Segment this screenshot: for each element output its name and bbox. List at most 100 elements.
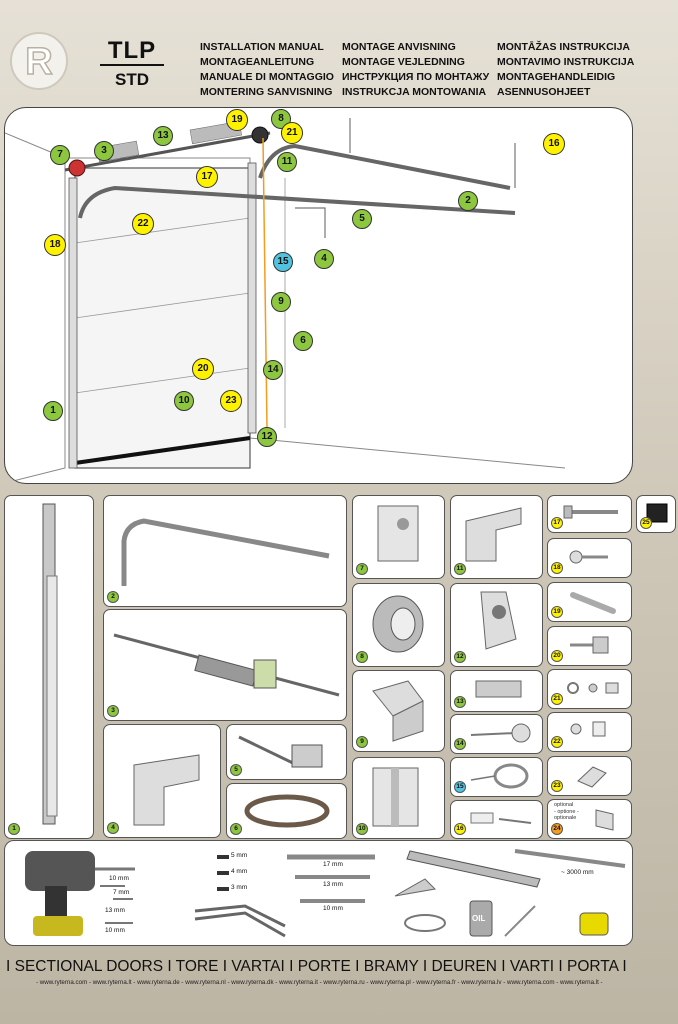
part-number: 1: [8, 823, 20, 835]
part-number: 23: [551, 780, 563, 792]
callout-10: 10: [174, 391, 194, 411]
hex-4-label: 4 mm: [231, 868, 248, 875]
part-8-cable-drum: 8: [352, 583, 445, 667]
cable-drum-icon: [372, 595, 424, 653]
title-line: ASENNUSOHJEET: [497, 86, 591, 98]
callout-12: 12: [257, 427, 277, 447]
part-25-cap: 25: [636, 495, 676, 533]
part-23-clip: 23: [547, 756, 632, 796]
callout-21: 21: [281, 122, 303, 144]
callout-6: 6: [293, 331, 313, 351]
optione-text: - optione -: [554, 808, 579, 815]
part-17-bolt: 17: [547, 495, 632, 533]
wrench-13-label: 13 mm: [323, 881, 343, 888]
part-2-horizontal-track: 2: [103, 495, 347, 607]
callout-14: 14: [263, 360, 283, 380]
part-16-anchor-bolt: 16: [450, 800, 543, 839]
part-18-carriage-bolt: 18: [547, 538, 632, 578]
callout-15: 15: [273, 252, 293, 272]
spring-bracket-icon: [238, 735, 323, 768]
title-line: INSTRUKCJA MONTOWANIA: [342, 86, 487, 98]
part-number: 9: [356, 736, 368, 748]
clip-icon: [577, 766, 607, 788]
tools-illustration: [25, 849, 626, 938]
cap-icon: [646, 503, 668, 523]
part-3-spring-shaft: 3: [103, 609, 347, 721]
hinge-icon: [372, 680, 424, 742]
horizontal-track-icon: [121, 518, 330, 586]
drill-bit-7-label: 7 mm: [113, 889, 130, 896]
callout-3: 3: [94, 141, 114, 161]
part-number: 6: [230, 823, 242, 835]
titles-col-3: MONTĀŽAS INSTRUKCIJA MONTAVIMO INSTRUKCI…: [497, 40, 634, 100]
socket-10-label: 10 mm: [105, 927, 125, 934]
wedge-icon: [570, 592, 616, 614]
part-7-bearing-plate: 7: [352, 495, 445, 579]
part-number: 15: [454, 781, 466, 793]
callout-7: 7: [50, 145, 70, 165]
door-illustration: [5, 118, 566, 483]
washer-screw-icon: [570, 721, 606, 737]
title-line: MANUALE DI MONTAGGIO: [200, 71, 334, 83]
header: R TLP STD INSTALLATION MANUAL MONTAGEANL…: [0, 0, 678, 105]
part-number: 7: [356, 563, 368, 575]
model-variant: STD: [115, 70, 149, 89]
part-20-screw: 20: [547, 626, 632, 666]
footer-brand-strip: I SECTIONAL DOORS I TORE I VARTAI I PORT…: [6, 958, 627, 975]
part-number: 22: [551, 736, 563, 748]
part-number: 13: [454, 696, 466, 708]
tools-panel: 10 mm 7 mm 13 mm 10 mm 5 mm 4 mm 3 mm 17…: [4, 840, 633, 946]
assembly-diagram: 7 3 13 19 8 21 17 11 16 2 22 5 18 4 15 9…: [4, 107, 633, 484]
part-number: 24: [551, 823, 563, 835]
title-line: MONTAVIMO INSTRUKCIJA: [497, 56, 635, 68]
part-number: 18: [551, 562, 563, 574]
titles-col-2: MONTAGE ANVISNING MONTAGE VEJLEDNING ИНС…: [342, 40, 489, 100]
optional-label: optional - optione - optionale: [554, 802, 579, 822]
part-number: 10: [356, 823, 368, 835]
nut-washer-icon: [567, 682, 619, 694]
part-number: 11: [454, 563, 466, 575]
part-24-optional: optional - optione - optionale 24: [547, 799, 632, 839]
part-number: 3: [107, 705, 119, 717]
part-number: 21: [551, 693, 563, 705]
callout-9: 9: [271, 292, 291, 312]
title-line: ИНСТРУКЦИЯ ПО МОНТАЖУ: [342, 71, 490, 83]
part-1-vertical-track: 1: [4, 495, 94, 839]
carriage-bolt-icon: [569, 550, 608, 564]
vertical-track-icon: [42, 503, 58, 825]
ruler-label: ~ 3000 mm: [561, 869, 594, 876]
part-number: 16: [454, 823, 466, 835]
title-line: MONTAGE VEJLEDNING: [342, 56, 465, 68]
part-5-spring-bracket: 5: [226, 724, 347, 780]
part-6-cable: 6: [226, 783, 347, 839]
footer-links: - www.ryterna.com - www.ryterna.lt - www…: [36, 979, 603, 986]
bottom-bracket-icon: [480, 591, 517, 650]
optional-text: optional: [554, 802, 574, 808]
callout-19: 19: [226, 109, 248, 131]
callout-16: 16: [543, 133, 565, 155]
part-4-bracket: 4: [103, 724, 221, 838]
part-number: 8: [356, 651, 368, 663]
anchor-bolt-icon: [470, 812, 532, 824]
model-block: TLP STD: [100, 38, 164, 90]
part-13-shaft-coupling: 13: [450, 670, 543, 712]
callout-2: 2: [458, 191, 478, 211]
part-number: 20: [551, 650, 563, 662]
title-line: MONTAGEHANDLEIDIG: [497, 71, 616, 83]
cable-coil-icon: [244, 794, 330, 828]
drill-bit-10-label: 10 mm: [109, 875, 129, 882]
callout-1: 1: [43, 401, 63, 421]
titles-col-1: INSTALLATION MANUAL MONTAGEANLEITUNG MAN…: [200, 40, 334, 100]
callout-4: 4: [314, 249, 334, 269]
callout-22: 22: [132, 213, 154, 235]
part-21-nut-washer: 21: [547, 669, 632, 709]
title-line: MONTAGE ANVISNING: [342, 41, 456, 53]
title-line: INSTALLATION MANUAL: [200, 41, 324, 53]
bearing-plate-icon: [377, 505, 419, 562]
model-name: TLP: [100, 38, 164, 66]
callout-20: 20: [192, 358, 214, 380]
callout-18: 18: [44, 234, 66, 256]
bracket-icon: [133, 754, 200, 826]
part-number: 2: [107, 591, 119, 603]
part-19-wedge: 19: [547, 582, 632, 622]
